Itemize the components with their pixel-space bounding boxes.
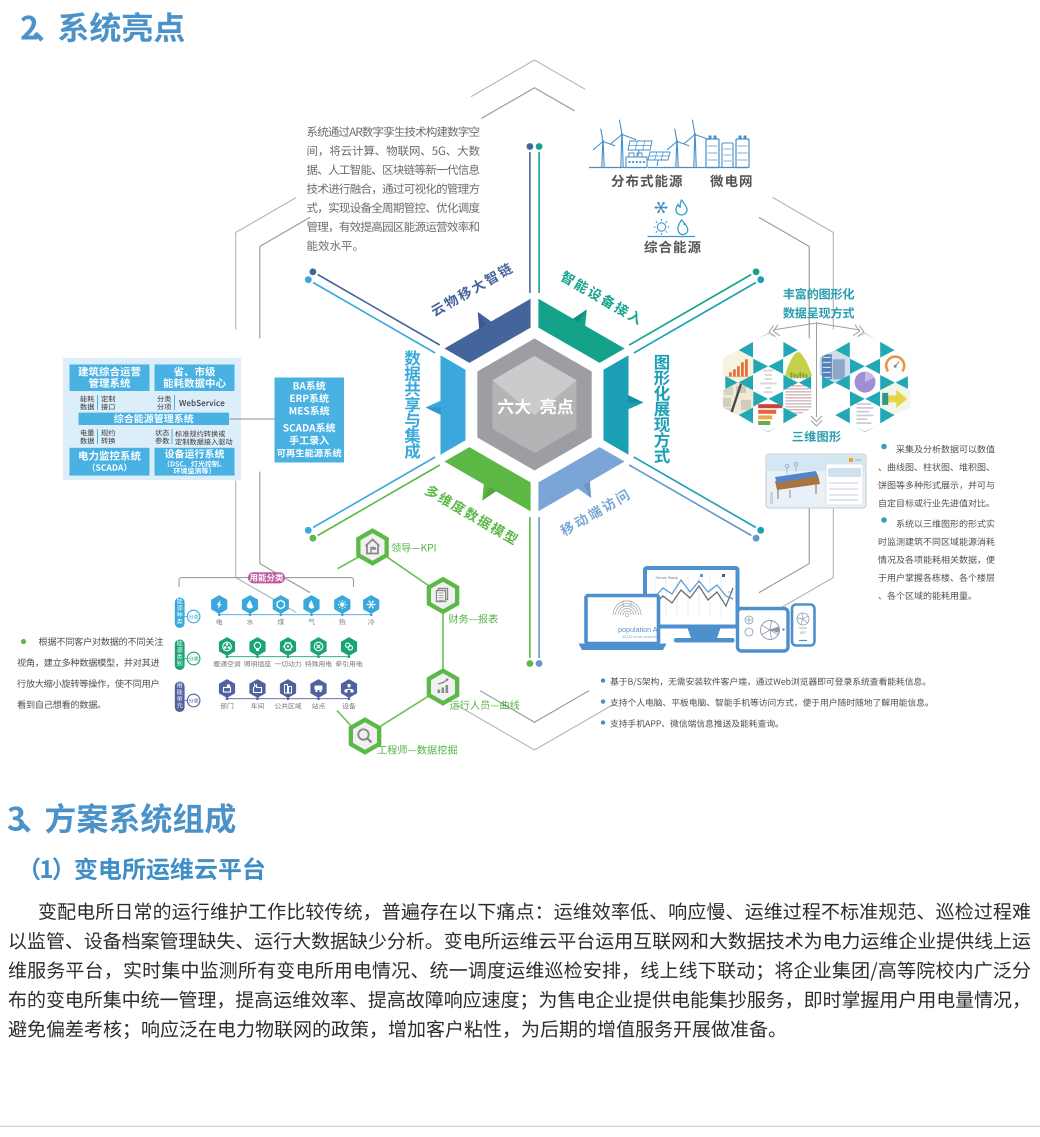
svg-text:population A: population A bbox=[618, 625, 658, 634]
svg-text:Server Status: Server Status bbox=[656, 576, 678, 580]
svg-text:A2242 turner assartes: A2242 turner assartes bbox=[622, 635, 658, 639]
svg-text:APP: APP bbox=[800, 631, 806, 635]
